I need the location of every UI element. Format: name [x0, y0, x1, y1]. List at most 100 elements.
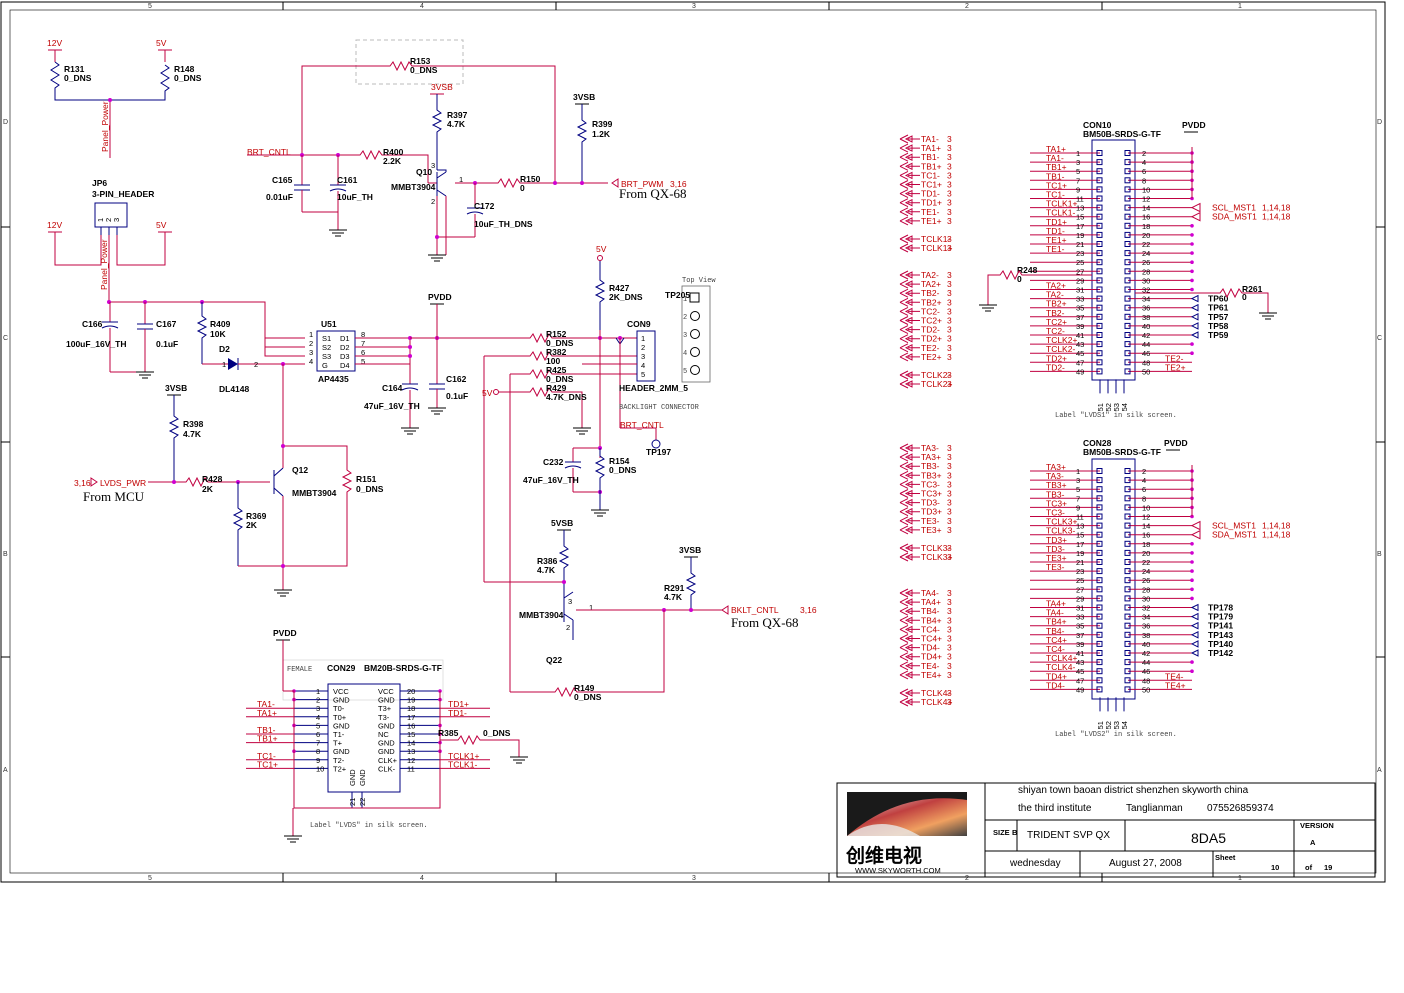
offpage-net-label: TA1+: [921, 143, 941, 153]
offpage-ref: 3: [947, 306, 952, 316]
svg-text:1: 1: [589, 603, 593, 612]
offpage-ref: 3: [947, 189, 952, 199]
offpage-net-label: TD4+: [921, 652, 942, 662]
lvds-power-switch: C166 100uF_16V_TH C167 0.1uF R409 10K D2…: [66, 292, 520, 435]
tb-author: Tanglianman: [1126, 803, 1183, 814]
pin-name: GND: [378, 696, 395, 705]
offpage-ref: 3: [947, 379, 952, 389]
pin-number: 8: [316, 747, 320, 756]
panel-power-net-label-2: Panel_Power: [99, 239, 109, 290]
pin-number: 50: [1142, 367, 1150, 376]
pvdd-label: PVDD: [428, 292, 452, 302]
con10-pvdd: PVDD: [1182, 120, 1206, 130]
con10-silk-label: Label "LVDS1" in silk screen.: [1055, 412, 1177, 420]
pin-number: 21: [1076, 558, 1084, 567]
r151-value: 0_DNS: [356, 484, 384, 494]
pin-number: 16: [407, 721, 415, 730]
pin-number: 17: [1076, 222, 1084, 231]
pin-net-label: TA1-: [1046, 153, 1064, 163]
pin-net-label: SDA_MST1: [1212, 212, 1257, 222]
pin-name: T2+: [333, 764, 347, 773]
pin-net-label: TCLK1+: [448, 751, 479, 761]
pin-number: 3: [1076, 476, 1080, 485]
pin-number: 11: [407, 764, 415, 773]
backlight-connector: 5V R427 2K_DNS R152 0_DNS R382 100 R425 …: [482, 244, 716, 692]
offpage-net-label: TE3+: [921, 525, 942, 535]
svg-text:1: 1: [222, 360, 226, 369]
pin-number: 45: [1076, 667, 1084, 676]
svg-text:4: 4: [309, 357, 313, 366]
offpage-ref: 3: [947, 470, 952, 480]
test-point-label: TP179: [1208, 612, 1233, 622]
offpage-net-label: TCLK3-: [921, 543, 950, 553]
r400-value: 2.2K: [383, 156, 402, 166]
offpage-net-label: TCLK2+: [921, 379, 952, 389]
skyworth-logo-url: WWW.SKYWORTH.COM: [855, 866, 941, 875]
pin-name: GND: [348, 769, 357, 786]
svg-text:D2: D2: [340, 343, 350, 352]
offpage-net-label: TA2-: [921, 270, 939, 280]
pin-number: 9: [316, 756, 320, 765]
svg-text:G: G: [322, 361, 328, 370]
offpage-net-label: TA1-: [921, 134, 939, 144]
pin-number: 4: [1142, 476, 1146, 485]
c165-ref: C165: [272, 175, 293, 185]
offpage-ref: 3: [947, 316, 952, 326]
offpage-net-label: TE3-: [921, 516, 940, 526]
c165-value: 0.01uF: [266, 192, 293, 202]
offpage-net-label: TD4-: [921, 643, 940, 653]
pin-number: 49: [1076, 367, 1084, 376]
pin-net-label: TB2-: [1046, 308, 1065, 318]
from-mcu-note: From MCU: [83, 489, 145, 504]
pin-name: CLK+: [378, 756, 398, 765]
brt-pwm-net-label: BRT_PWM: [621, 179, 663, 189]
pin-number: 22: [1142, 558, 1150, 567]
pin-number: 2: [316, 696, 320, 705]
pin-net-label: TA2+: [1046, 281, 1066, 291]
frame-row-label: B: [3, 551, 8, 558]
r399-ref: R399: [592, 119, 613, 129]
offpage-ref: 3: [947, 615, 952, 625]
tb-title: TRIDENT SVP QX: [1027, 830, 1110, 841]
offpage-ref: 3: [947, 606, 952, 616]
pin-name: CLK-: [378, 764, 396, 773]
pin-net-label: TD4-: [1046, 680, 1065, 690]
offpage-net-label: TE1+: [921, 216, 942, 226]
r386-value: 4.7K: [537, 565, 556, 575]
r154-ref: R154: [609, 456, 630, 466]
c162-value: 0.1uF: [446, 391, 468, 401]
offpage-ref: 3: [947, 170, 952, 180]
tb-address: shiyan town baoan district shenzhen skyw…: [1018, 785, 1249, 796]
pin-net-label: TE4+: [1165, 680, 1186, 690]
offpage-ref: 3: [947, 452, 952, 462]
offpage-ref: 3: [947, 697, 952, 707]
pin-net-label: TE2+: [1165, 362, 1186, 372]
r131-ref: R131: [64, 64, 85, 74]
offpage-net-label: TB4+: [921, 615, 942, 625]
svg-text:S2: S2: [322, 343, 331, 352]
frame-col-label: 5: [148, 3, 152, 10]
bklt-cntl-net-label: BKLT_CNTL: [731, 605, 779, 615]
pin-net-ref: 1,14,18: [1262, 530, 1291, 540]
con10-ref: CON10: [1083, 120, 1112, 130]
pin-number: 1: [1076, 149, 1080, 158]
pin-number: 53: [1112, 721, 1121, 729]
c161-ref: C161: [337, 175, 358, 185]
pin-net-label: SCL_MST1: [1212, 521, 1256, 531]
frame-col-label: 2: [965, 875, 969, 882]
con9-ref: CON9: [627, 319, 651, 329]
r153-value: 0_DNS: [410, 65, 438, 75]
con29-part: BM20B-SRDS-G-TF: [364, 663, 442, 673]
pin-number: 30: [1142, 276, 1150, 285]
r427-ref: R427: [609, 283, 630, 293]
pin-number: 23: [1076, 567, 1084, 576]
frame-col-label: 4: [420, 875, 424, 882]
lvds-pwr-ref: 3,16: [74, 478, 91, 488]
pin-number: 14: [407, 739, 415, 748]
title-block: 创维电视 WWW.SKYWORTH.COM shiyan town baoan …: [836, 782, 1376, 878]
pin-number: 3: [1076, 158, 1080, 167]
frame-col-label: 3: [692, 875, 696, 882]
r425-value: 0_DNS: [546, 374, 574, 384]
r425-ref: R425: [546, 365, 567, 375]
